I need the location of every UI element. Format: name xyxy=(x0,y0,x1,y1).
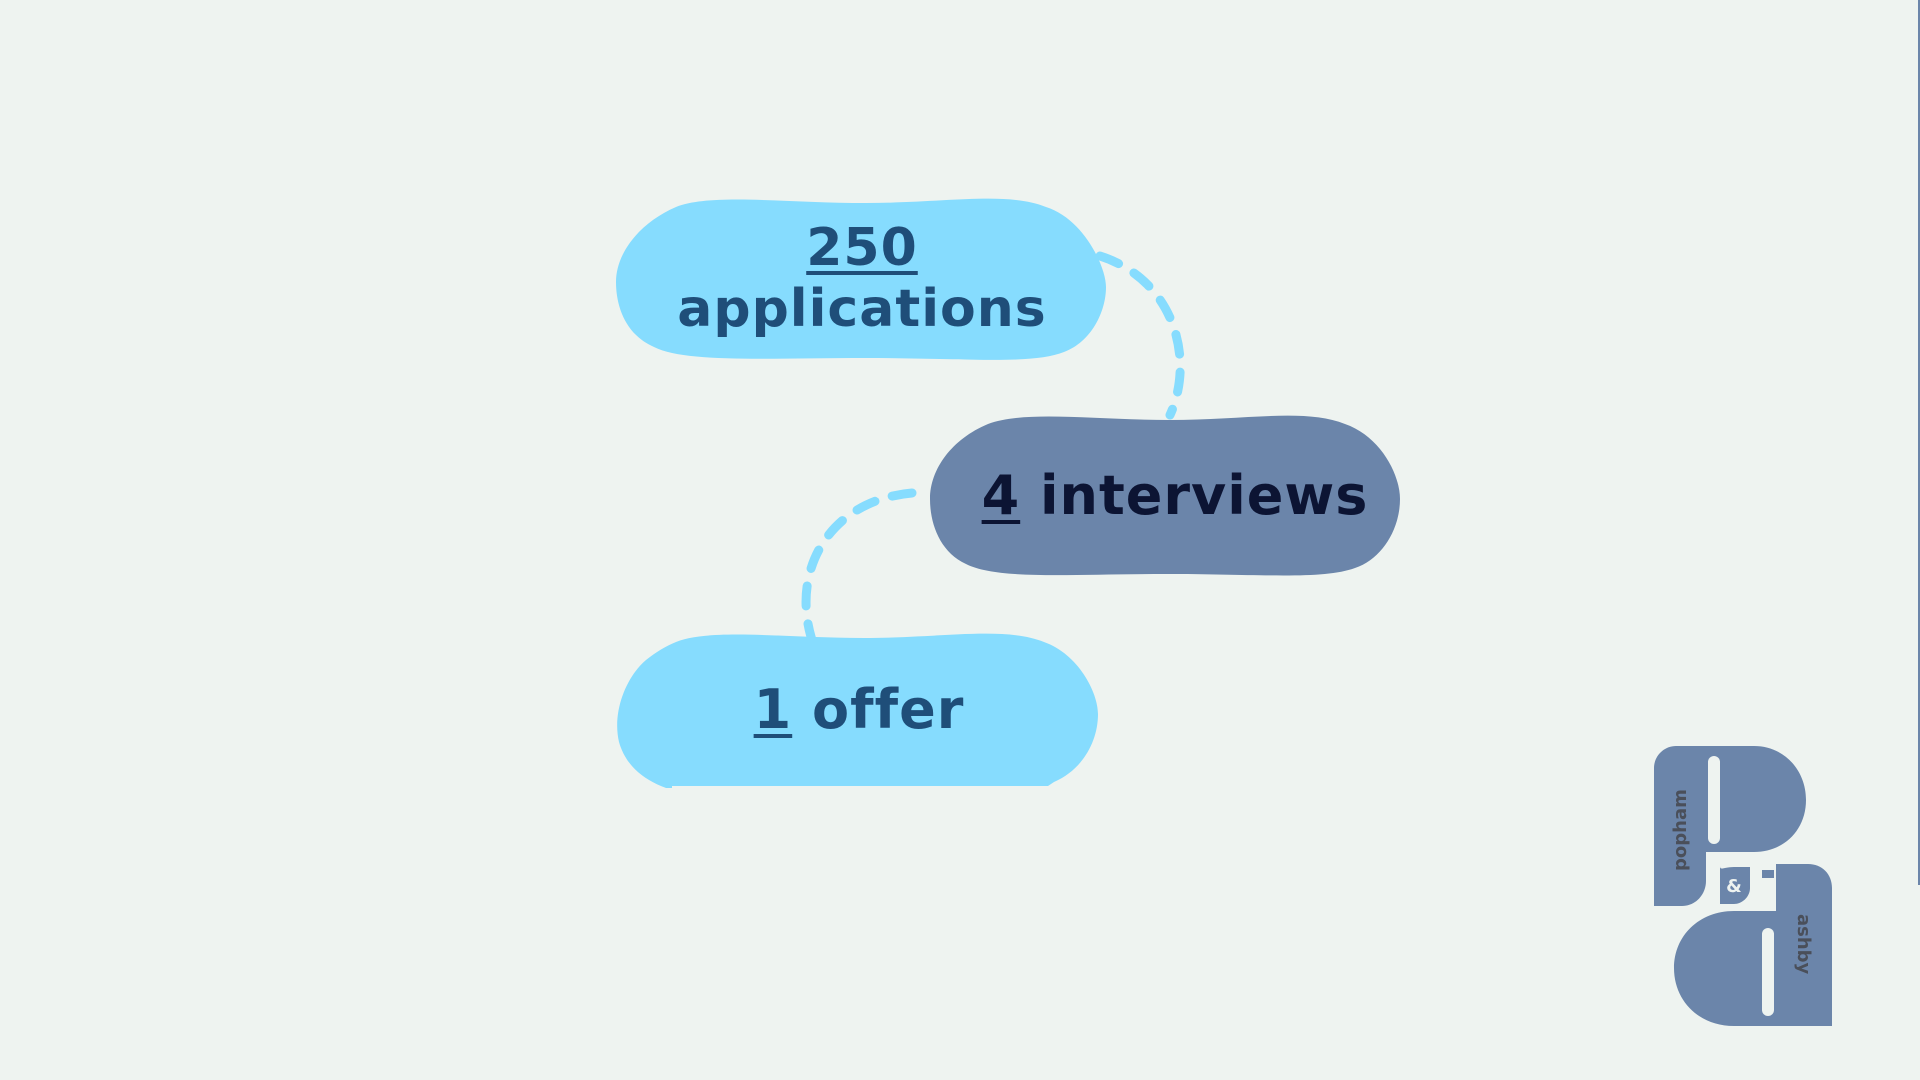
logo-ampersand: & xyxy=(1726,876,1742,897)
step-interviews: 4 interviews xyxy=(930,414,1400,578)
applications-blob xyxy=(616,198,1106,360)
interviews-count: 4 xyxy=(981,464,1021,528)
applications-label: applications xyxy=(677,279,1047,339)
right-edge-line xyxy=(1918,0,1920,885)
popham-ashby-logo: popham & ashby xyxy=(1654,746,1832,1026)
offer-count: 1 xyxy=(753,678,793,742)
applications-count: 250 xyxy=(806,217,918,278)
interviews-label: interviews xyxy=(1040,464,1369,528)
logo-word-ashby: ashby xyxy=(1793,914,1814,975)
offer-blob xyxy=(617,633,1098,788)
step-applications: 250 applications xyxy=(616,197,1108,361)
offer-label: offer xyxy=(812,678,965,742)
interviews-blob xyxy=(930,415,1400,576)
logo-word-popham: popham xyxy=(1670,789,1691,871)
step-offer: 1 offer xyxy=(616,632,1102,788)
connector-interviews-to-offer xyxy=(801,488,917,645)
connector-applications-to-interviews xyxy=(1095,251,1185,420)
